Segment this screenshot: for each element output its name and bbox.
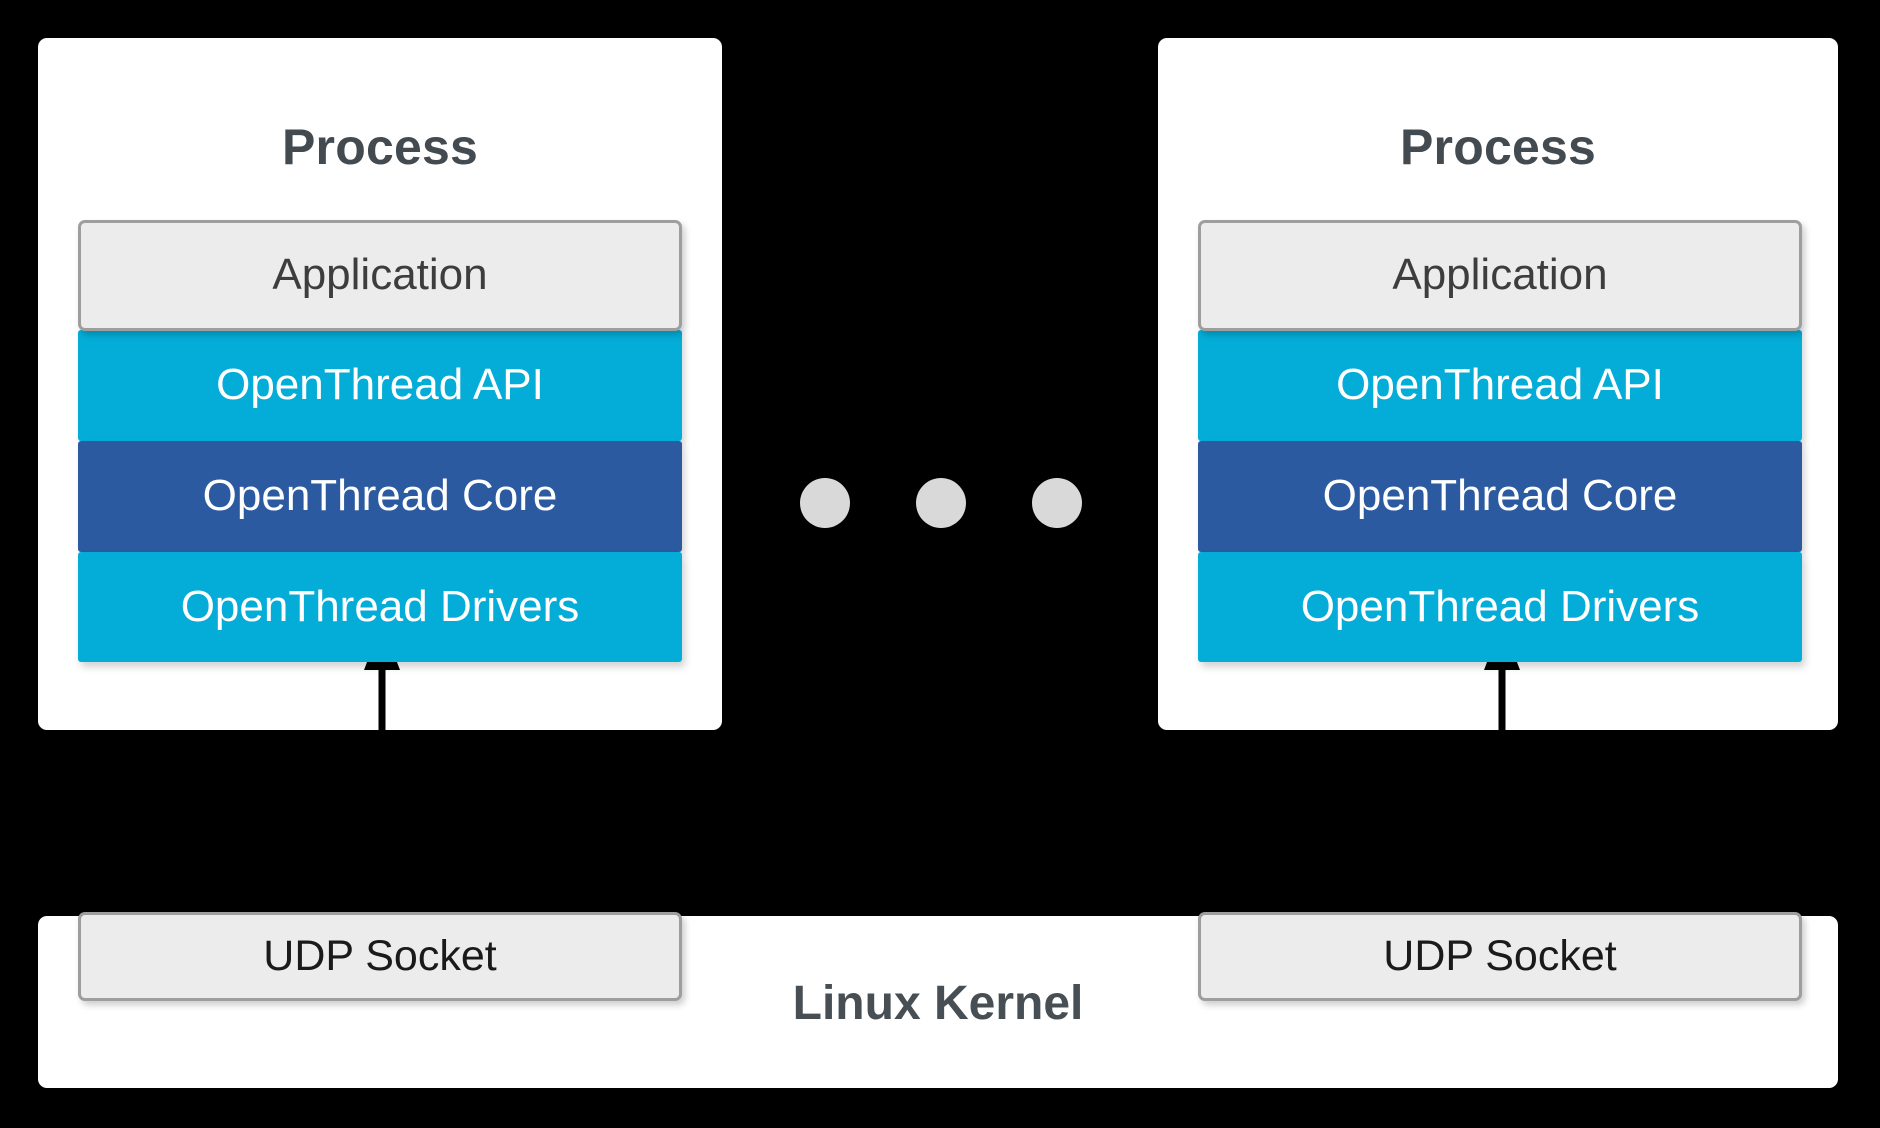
process-title-left: Process bbox=[282, 119, 478, 175]
udp-socket-label: UDP Socket bbox=[263, 932, 497, 980]
process-card-left: Process Application OpenThread API OpenT… bbox=[38, 38, 722, 730]
layer-label-openthread-drivers: OpenThread Drivers bbox=[1300, 581, 1700, 631]
layer-label-openthread-core: OpenThread Core bbox=[202, 471, 558, 521]
layer-application-left[interactable]: Application bbox=[78, 220, 682, 331]
ellipsis-dot-icon bbox=[916, 478, 966, 528]
udp-socket-box-left[interactable]: UDP Socket bbox=[78, 912, 682, 1001]
layer-openthread-core-right[interactable]: OpenThread Core bbox=[1198, 441, 1802, 552]
layer-openthread-core-left[interactable]: OpenThread Core bbox=[78, 441, 682, 552]
layer-stack-left: Application OpenThread API OpenThread Co… bbox=[78, 220, 682, 662]
process-card-right: Process Application OpenThread API OpenT… bbox=[1158, 38, 1838, 730]
layer-label-openthread-drivers: OpenThread Drivers bbox=[180, 581, 580, 631]
layer-openthread-api-left[interactable]: OpenThread API bbox=[78, 330, 682, 441]
udp-socket-box-right[interactable]: UDP Socket bbox=[1198, 912, 1802, 1001]
layer-label-application: Application bbox=[272, 250, 488, 300]
layer-label-openthread-api: OpenThread API bbox=[1336, 360, 1664, 410]
ellipsis-dot-icon bbox=[800, 478, 850, 528]
layer-label-application: Application bbox=[1392, 250, 1608, 300]
layer-label-openthread-core: OpenThread Core bbox=[1322, 471, 1678, 521]
ellipsis-dots bbox=[800, 478, 1082, 530]
linux-kernel-title: Linux Kernel bbox=[792, 977, 1084, 1030]
layer-label-openthread-api: OpenThread API bbox=[216, 360, 544, 410]
layer-application-right[interactable]: Application bbox=[1198, 220, 1802, 331]
layer-stack-right: Application OpenThread API OpenThread Co… bbox=[1198, 220, 1802, 662]
udp-socket-label: UDP Socket bbox=[1383, 932, 1617, 980]
process-title-right: Process bbox=[1400, 119, 1596, 175]
ellipsis-dot-icon bbox=[1032, 478, 1082, 528]
layer-openthread-drivers-right[interactable]: OpenThread Drivers bbox=[1198, 552, 1802, 662]
layer-openthread-api-right[interactable]: OpenThread API bbox=[1198, 330, 1802, 441]
layer-openthread-drivers-left[interactable]: OpenThread Drivers bbox=[78, 552, 682, 662]
